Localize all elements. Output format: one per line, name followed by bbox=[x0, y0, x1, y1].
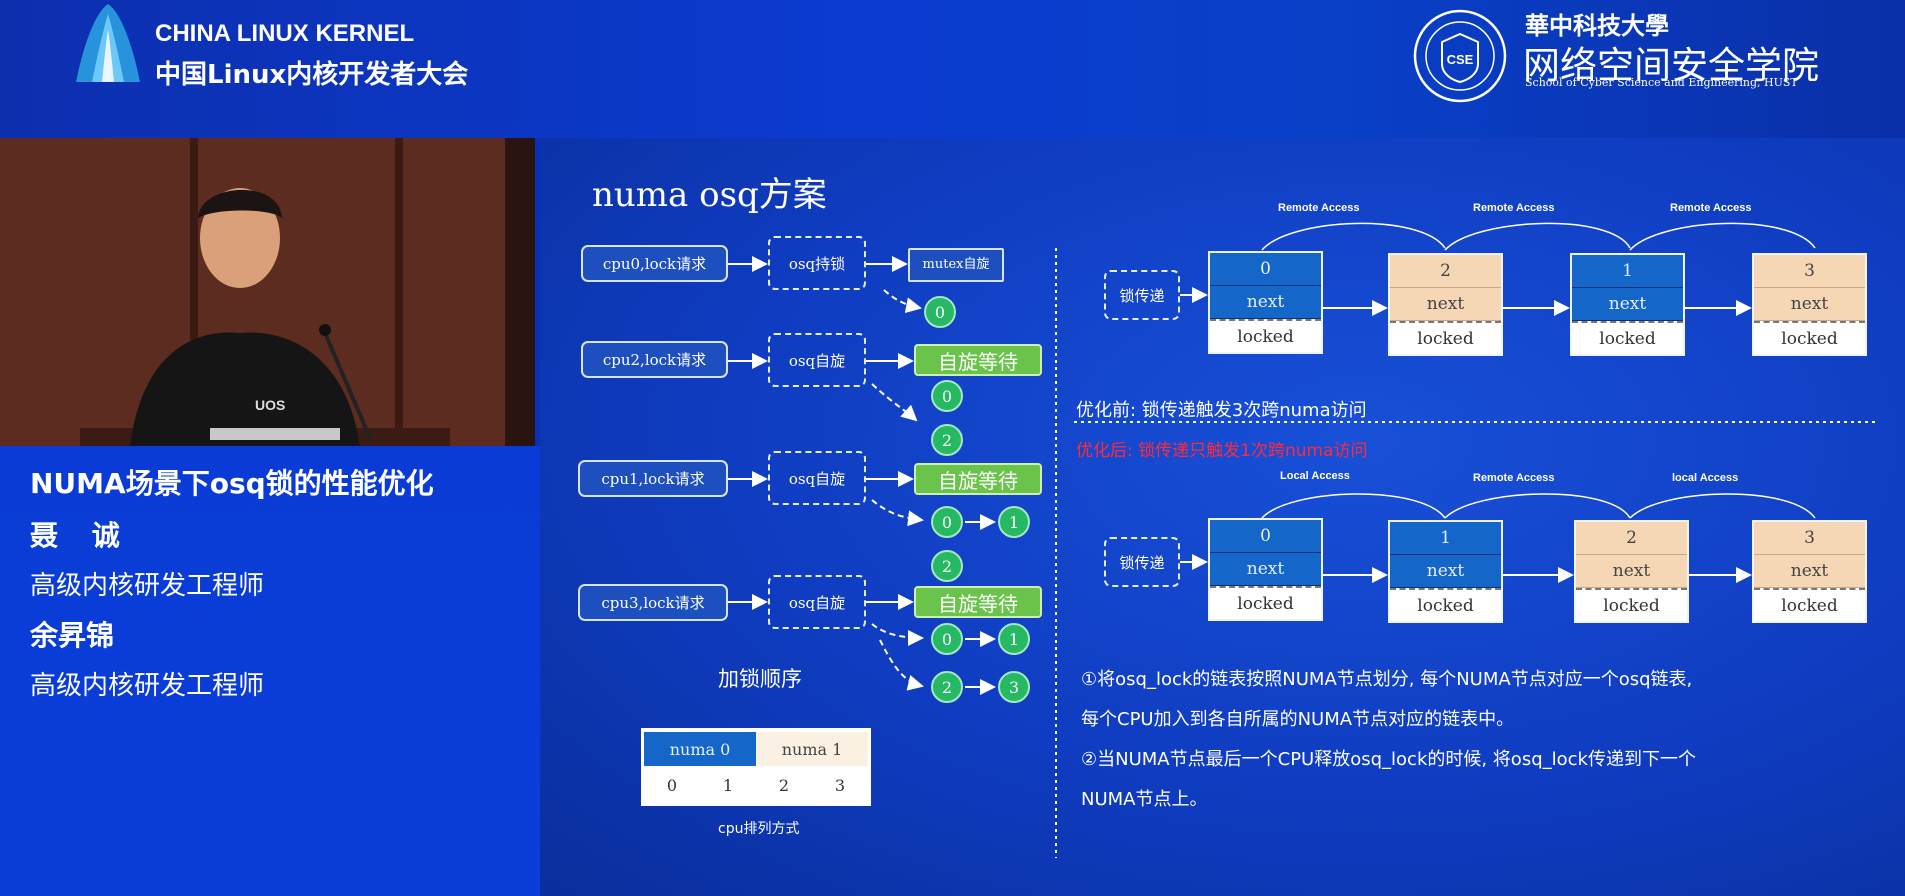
legend-numa1: numa 1 bbox=[756, 732, 868, 766]
access-label: Remote Access bbox=[1473, 472, 1555, 484]
conference-logo bbox=[76, 4, 140, 82]
node-next: next bbox=[1576, 555, 1687, 588]
node-id: 0 bbox=[1210, 520, 1321, 553]
before-caption: 优化前: 锁传递触发3次跨numa访问 bbox=[1076, 400, 1367, 421]
node-locked: locked bbox=[1754, 588, 1865, 621]
speaker-info-panel bbox=[0, 446, 540, 896]
node-id: 2 bbox=[1390, 255, 1501, 288]
lock-pass-box-after: 锁传递 bbox=[1104, 537, 1180, 587]
legend-cpu: 3 bbox=[834, 775, 846, 795]
queue-node: 2 bbox=[931, 550, 963, 582]
node-next: next bbox=[1390, 288, 1501, 321]
seal-text: CSE bbox=[1447, 52, 1474, 67]
legend-cpu: 1 bbox=[722, 775, 734, 795]
node-next: next bbox=[1210, 286, 1321, 319]
access-label: Local Access bbox=[1280, 470, 1350, 482]
request-box-cpu2: cpu2,lock请求 bbox=[581, 341, 728, 378]
queue-node: 1 bbox=[998, 506, 1030, 538]
explanation-line-2: 每个CPU加入到各自所属的NUMA节点对应的链表中。 bbox=[1081, 709, 1515, 730]
node-next: next bbox=[1390, 555, 1501, 588]
lock-order-label: 加锁顺序 bbox=[718, 667, 802, 691]
node-id: 3 bbox=[1754, 255, 1865, 288]
speaker-role-1: 高级内核研发工程师 bbox=[30, 571, 265, 601]
state-box-osq-spin-1: osq自旋 bbox=[768, 333, 866, 387]
list-node-after-1: 1 next locked bbox=[1388, 520, 1503, 623]
result-box-spin-wait-3: 自旋等待 bbox=[914, 586, 1042, 618]
legend-caption: cpu排列方式 bbox=[718, 821, 800, 837]
access-label: Remote Access bbox=[1278, 202, 1360, 214]
school-name-cn: 网络空间安全学院 bbox=[1523, 44, 1819, 87]
node-next: next bbox=[1754, 555, 1865, 588]
speaker-role-2: 高级内核研发工程师 bbox=[30, 671, 265, 701]
explanation-line-3: ②当NUMA节点最后一个CPU释放osq_lock的时候, 将osq_lock传… bbox=[1081, 749, 1696, 770]
result-box-mutex-spin: mutex自旋 bbox=[908, 248, 1004, 282]
explanation-line-1: ①将osq_lock的链表按照NUMA节点划分, 每个NUMA节点对应一个osq… bbox=[1081, 669, 1693, 690]
node-locked: locked bbox=[1754, 321, 1865, 354]
queue-node: 2 bbox=[931, 671, 963, 703]
list-node-after-2: 2 next locked bbox=[1574, 520, 1689, 623]
result-box-spin-wait-1: 自旋等待 bbox=[914, 344, 1042, 376]
queue-node: 0 bbox=[931, 380, 963, 412]
state-box-osq-spin-2: osq自旋 bbox=[768, 451, 866, 505]
list-node-after-3: 3 next locked bbox=[1752, 520, 1867, 623]
queue-node: 0 bbox=[931, 623, 963, 655]
list-node-before-0: 0 next locked bbox=[1208, 251, 1323, 354]
university-name: 華中科技大學 bbox=[1525, 11, 1669, 40]
node-id: 3 bbox=[1754, 522, 1865, 555]
request-box-cpu0: cpu0,lock请求 bbox=[581, 245, 728, 282]
after-caption: 优化后: 锁传递只触发1次跨numa访问 bbox=[1076, 441, 1368, 461]
node-id: 1 bbox=[1572, 255, 1683, 288]
explanation-line-4: NUMA节点上。 bbox=[1081, 789, 1208, 810]
speaker-camera-feed: UOS bbox=[0, 138, 535, 446]
speaker-name-1: 聂 诚 bbox=[30, 519, 132, 552]
node-locked: locked bbox=[1576, 588, 1687, 621]
node-locked: locked bbox=[1210, 319, 1321, 352]
queue-node: 0 bbox=[924, 296, 956, 328]
node-id: 1 bbox=[1390, 522, 1501, 555]
queue-node: 2 bbox=[931, 424, 963, 456]
slide-title: numa osq方案 bbox=[592, 175, 827, 215]
queue-node: 3 bbox=[998, 671, 1030, 703]
legend-cpu: 2 bbox=[778, 775, 790, 795]
school-name-en: School of Cyber Science and Engineering,… bbox=[1525, 76, 1798, 89]
speaker-name-2: 余昇锦 bbox=[30, 619, 115, 652]
legend-numa0: numa 0 bbox=[644, 732, 756, 766]
conference-banner bbox=[0, 0, 1905, 138]
node-locked: locked bbox=[1390, 588, 1501, 621]
university-seal-icon: CSE bbox=[1413, 9, 1507, 103]
speaker-photo: UOS bbox=[0, 138, 535, 446]
lock-pass-box-before: 锁传递 bbox=[1104, 270, 1180, 320]
request-box-cpu1: cpu1,lock请求 bbox=[578, 460, 728, 497]
list-node-before-1: 1 next locked bbox=[1570, 253, 1685, 356]
conference-name-en: CHINA LINUX KERNEL bbox=[155, 20, 415, 47]
result-box-spin-wait-2: 自旋等待 bbox=[914, 463, 1042, 495]
queue-node: 0 bbox=[931, 506, 963, 538]
node-next: next bbox=[1210, 553, 1321, 586]
talk-title: NUMA场景下osq锁的性能优化 bbox=[30, 467, 434, 500]
conference-name-cn: 中国Linux内核开发者大会 bbox=[155, 60, 469, 90]
list-node-after-0: 0 next locked bbox=[1208, 518, 1323, 621]
shirt-text: UOS bbox=[255, 397, 285, 413]
list-node-before-2: 2 next locked bbox=[1388, 253, 1503, 356]
queue-node: 1 bbox=[998, 623, 1030, 655]
request-box-cpu3: cpu3,lock请求 bbox=[578, 584, 728, 621]
node-locked: locked bbox=[1210, 586, 1321, 619]
node-next: next bbox=[1572, 288, 1683, 321]
state-box-osq-hold: osq持锁 bbox=[768, 236, 866, 290]
node-next: next bbox=[1754, 288, 1865, 321]
node-id: 0 bbox=[1210, 253, 1321, 286]
list-node-before-3: 3 next locked bbox=[1752, 253, 1867, 356]
access-label: Remote Access bbox=[1670, 202, 1752, 214]
numa-cpu-legend: numa 0 numa 1 0 1 2 3 bbox=[641, 728, 871, 806]
node-id: 2 bbox=[1576, 522, 1687, 555]
node-locked: locked bbox=[1572, 321, 1683, 354]
node-locked: locked bbox=[1390, 321, 1501, 354]
legend-cpu: 0 bbox=[666, 775, 678, 795]
access-label: local Access bbox=[1672, 472, 1739, 484]
access-label: Remote Access bbox=[1473, 202, 1555, 214]
state-box-osq-spin-3: osq自旋 bbox=[768, 575, 866, 629]
